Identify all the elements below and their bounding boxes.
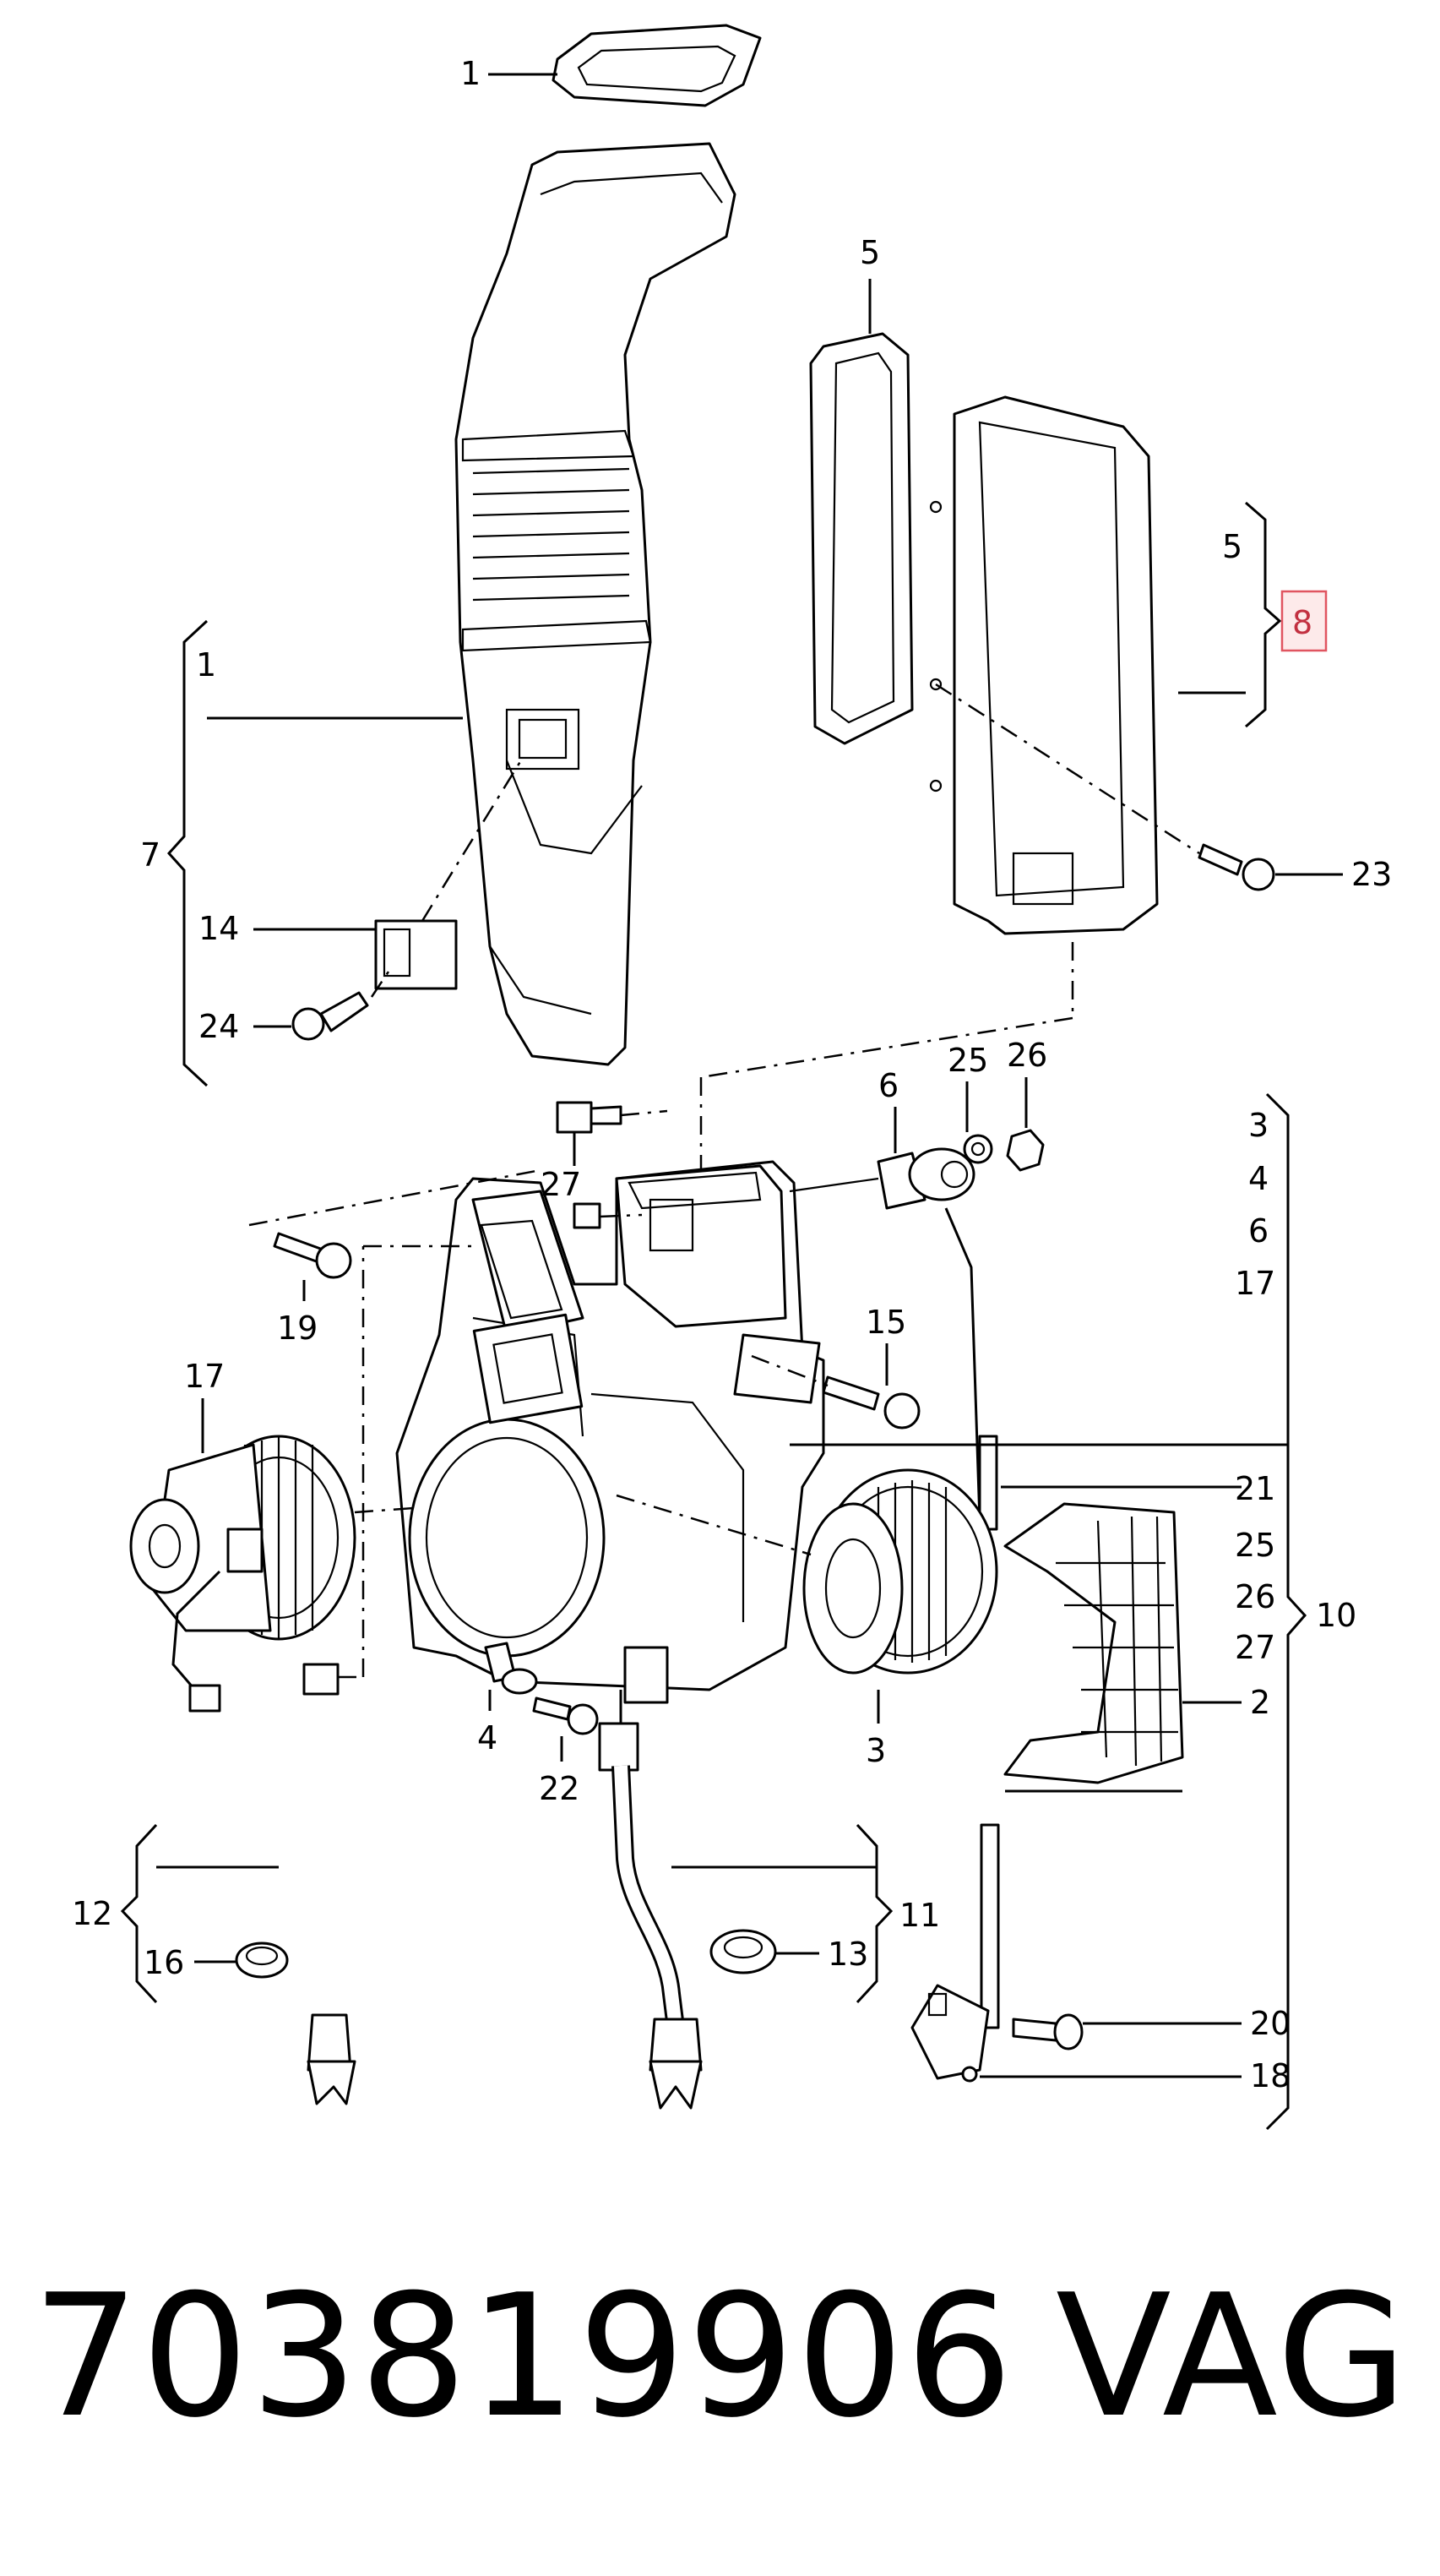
callout-1-bracket: 1 [196,646,216,683]
callout-10: 10 [1316,1597,1356,1634]
part-24-screw [253,971,390,1041]
callout-23: 23 [1351,856,1392,893]
bracket-10 [790,1092,1307,2131]
brand-label: VAG [1056,2258,1410,2455]
part-1-gasket [488,24,762,107]
callout-6: 6 [878,1067,899,1104]
part-number: 703819906 [32,2258,1015,2455]
callout-5-bracket: 5 [1222,528,1242,565]
part-4-grommet [484,1642,538,1711]
callout-27-left: 27 [541,1166,581,1203]
callout-10-item-3: 6 [1248,1212,1269,1250]
part-3-fan-wheel [616,1468,998,1724]
part-15-pin [751,1343,921,1430]
part-19-screw [248,1168,541,1301]
callout-19: 19 [277,1310,318,1347]
callout-12: 12 [72,1895,112,1932]
part-5-seal [809,279,914,745]
bracket-11 [671,1823,894,2004]
callout-10-item-7: 26 [1235,1578,1275,1615]
callout-16: 16 [144,1944,184,1981]
part-18-connector [910,1823,1242,2083]
callout-26-top: 26 [1007,1037,1047,1074]
callout-8[interactable]: 8 [1292,604,1312,641]
callout-10-item-4: 17 [1235,1265,1275,1302]
callout-3: 3 [866,1732,886,1769]
guide-line-housing-h [700,1016,1073,1079]
bracket-8 [1178,501,1282,728]
bracket-12 [120,1823,279,2004]
part-16-grommet [194,1942,289,1979]
callout-4: 4 [477,1719,497,1756]
callout-17: 17 [184,1358,225,1395]
part-2-grille [1003,1502,1242,1784]
part-air-duct [454,142,736,1066]
part-11-hose-middle [598,1690,703,2110]
part-20-screw [1012,2013,1242,2050]
callout-22: 22 [539,1770,579,1807]
callout-11: 11 [899,1897,940,1934]
callout-10-item-1: 3 [1248,1107,1269,1144]
part-6-resistor [789,1077,1045,1210]
callout-1-top: 1 [460,55,481,92]
callout-7: 7 [140,836,160,874]
callout-21: 21 [1235,1470,1275,1507]
bracket-7 [166,619,463,1087]
footer: 703819906 VAG [0,2230,1440,2484]
part-blower-housing [395,1160,825,1704]
part-27-bolts [556,1101,668,1229]
part-12-hose-left [242,1244,473,2105]
callout-15: 15 [866,1304,906,1341]
part-22-screw [532,1696,599,1762]
callout-18: 18 [1250,2057,1291,2094]
callout-2: 2 [1250,1684,1270,1721]
callout-20: 20 [1250,2005,1291,2042]
part-14-switch [253,755,525,990]
callout-10-item-2: 4 [1248,1160,1269,1197]
callout-10-item-6: 25 [1235,1527,1275,1564]
callout-8-highlight [1280,590,1328,652]
callout-24: 24 [198,1008,239,1045]
part-13-grommet [709,1929,819,1974]
part-23-screw [1198,843,1343,891]
callout-5-top: 5 [860,234,880,271]
callout-25-top: 25 [948,1042,988,1079]
callout-14: 14 [198,910,239,947]
callout-13: 13 [828,1936,868,1973]
part-8-filter-housing [929,395,1200,935]
callout-10-item-8: 27 [1235,1629,1275,1666]
part-17-blower-motor [129,1398,415,1713]
